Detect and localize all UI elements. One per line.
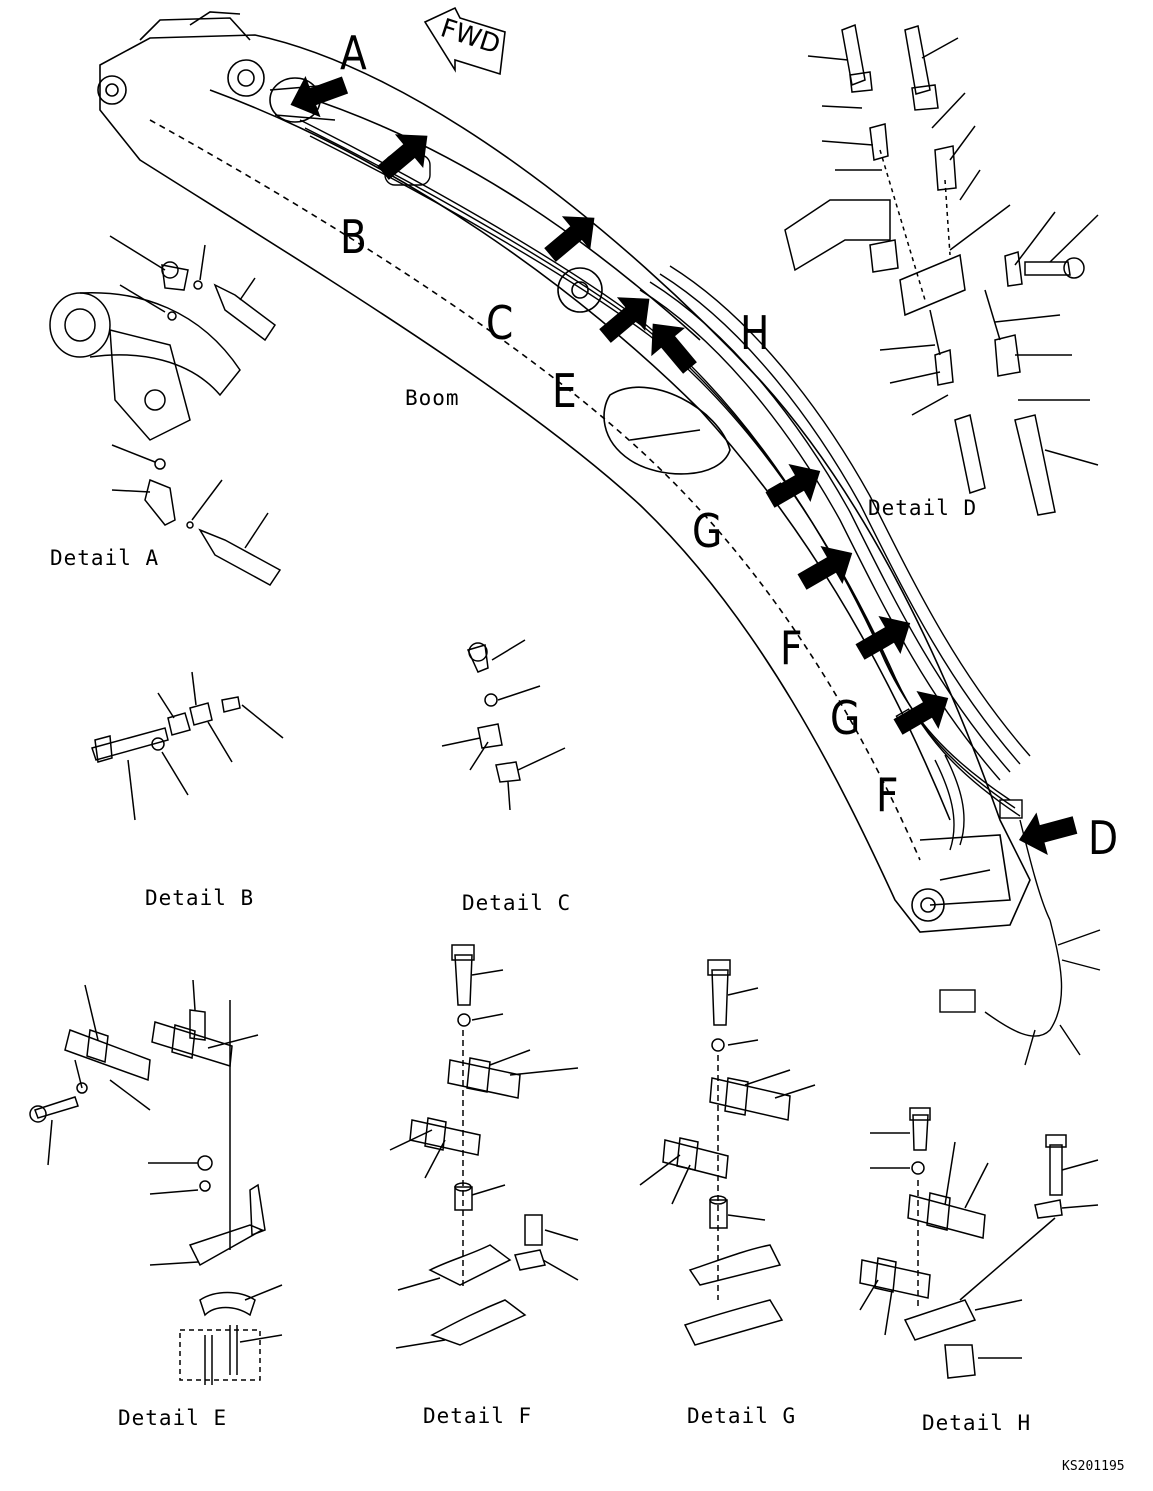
detail-a-drawing — [49, 235, 282, 586]
fwd-arrow — [423, 6, 506, 76]
detail-e-drawing — [29, 979, 283, 1385]
detail-g-drawing — [639, 959, 816, 1346]
callout-f-lower: F — [876, 768, 899, 822]
callout-h: H — [740, 306, 770, 360]
detail-c-label: Detail C — [462, 891, 572, 915]
callout-b: B — [340, 210, 367, 264]
detail-c-drawing — [441, 639, 566, 811]
callout-d: D — [1088, 811, 1119, 865]
detail-d-drawing — [784, 23, 1099, 516]
hose-bundle — [299, 119, 1063, 1037]
detail-h-drawing — [859, 1107, 1099, 1379]
callout-a: A — [340, 26, 367, 80]
detail-f-label: Detail F — [423, 1404, 533, 1428]
detail-h-label: Detail H — [922, 1411, 1032, 1435]
detail-f-drawing — [389, 944, 579, 1349]
callout-e: E — [552, 364, 577, 418]
detail-a-label: Detail A — [50, 546, 160, 570]
detail-d-label: Detail D — [868, 496, 978, 520]
callout-g-lower: G — [830, 691, 861, 745]
callout-c: C — [486, 296, 514, 350]
drawing-number: KS201195 — [1062, 1459, 1125, 1474]
detail-b-label: Detail B — [145, 886, 255, 910]
callout-g-upper: G — [692, 504, 723, 558]
boom — [97, 11, 1031, 933]
detail-e-label: Detail E — [118, 1406, 228, 1430]
boom-label: Boom — [405, 386, 460, 410]
callout-f-upper: F — [780, 621, 803, 675]
detail-g-label: Detail G — [687, 1404, 797, 1428]
detail-b-drawing — [91, 671, 284, 821]
